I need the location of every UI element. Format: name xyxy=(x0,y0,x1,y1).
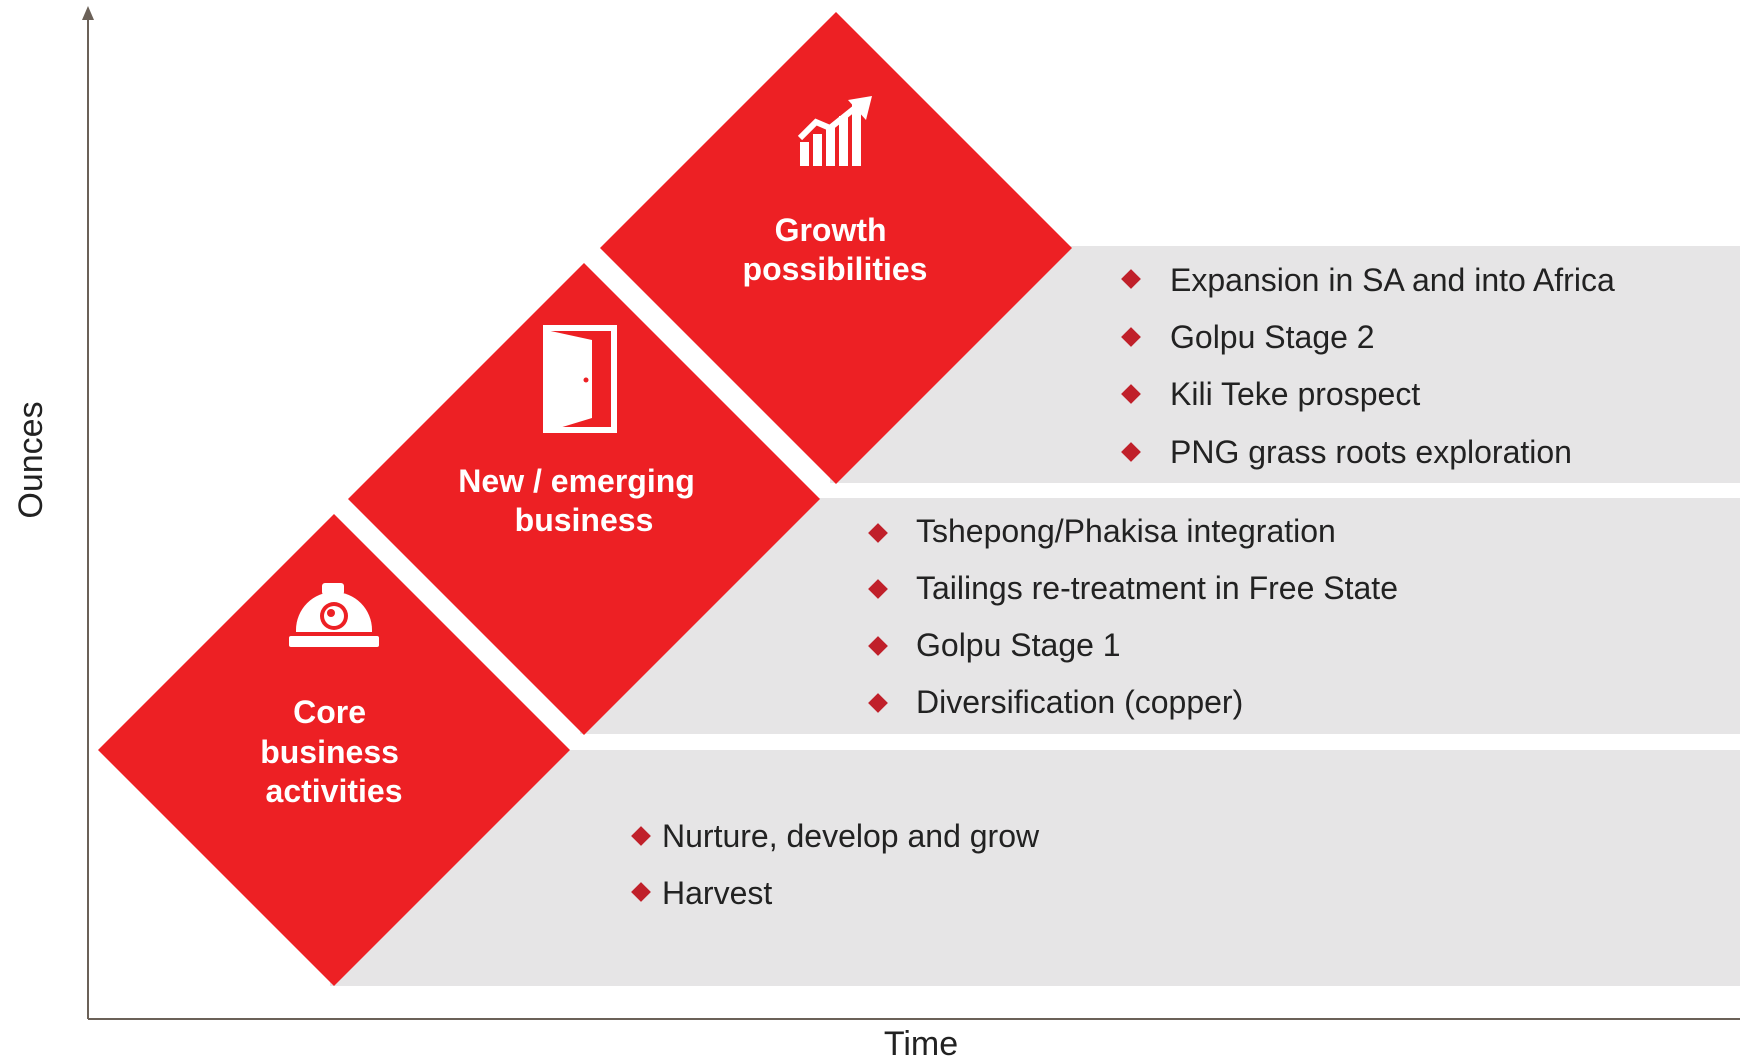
bullet-list-growth: Expansion in SA and into Africa Golpu St… xyxy=(1121,262,1615,470)
bullet-marker xyxy=(868,579,888,599)
open-door-icon xyxy=(543,325,617,433)
bullet-marker xyxy=(631,826,651,846)
diamond-growth xyxy=(600,12,1072,484)
bullet-item: Harvest xyxy=(662,875,772,911)
stage-title-line: business xyxy=(260,734,399,770)
bullet-item: Nurture, develop and grow xyxy=(662,818,1040,854)
bullet-item: Tailings re-treatment in Free State xyxy=(916,570,1398,606)
bullet-marker xyxy=(1121,327,1141,347)
bullet-list-emerging: Tshepong/Phakisa integration Tailings re… xyxy=(868,513,1398,720)
bullet-marker xyxy=(631,882,651,902)
band-core xyxy=(330,750,1740,986)
stage-title-emerging: New / emerging business xyxy=(458,463,703,538)
growth-chart-icon xyxy=(797,96,872,166)
bullet-item: Kili Teke prospect xyxy=(1170,376,1420,412)
stage-title-line: Growth xyxy=(775,212,887,248)
bullet-item: Golpu Stage 2 xyxy=(1170,319,1375,355)
bullet-marker xyxy=(868,693,888,713)
bullet-marker xyxy=(1121,442,1141,462)
bullet-marker xyxy=(868,523,888,543)
bullet-marker xyxy=(1121,269,1141,289)
stage-title-line: activities xyxy=(266,773,403,809)
bullet-item: Diversification (copper) xyxy=(916,684,1243,720)
stage-title-core: Core business activities xyxy=(260,694,408,809)
stage-title-line: New / emerging xyxy=(458,463,695,499)
bullet-item: PNG grass roots exploration xyxy=(1170,434,1572,470)
x-axis-label: Time xyxy=(884,1025,958,1062)
stage-title-line: possibilities xyxy=(743,251,928,287)
bullet-marker xyxy=(868,636,888,656)
stage-title-line: Core xyxy=(293,694,366,730)
stage-title-line: business xyxy=(515,502,654,538)
stage-title-growth: Growth possibilities xyxy=(743,212,928,287)
diamond-core xyxy=(98,514,570,986)
bullet-marker xyxy=(1121,384,1141,404)
diamond-emerging xyxy=(348,263,820,735)
bullet-list-core: Nurture, develop and grow Harvest xyxy=(631,818,1040,911)
hard-hat-icon xyxy=(289,583,379,647)
y-axis-label: Ounces xyxy=(12,401,50,518)
y-axis-arrow-icon xyxy=(82,6,94,20)
bullet-item: Expansion in SA and into Africa xyxy=(1170,262,1615,298)
bullet-item: Golpu Stage 1 xyxy=(916,627,1121,663)
bullet-item: Tshepong/Phakisa integration xyxy=(916,513,1336,549)
